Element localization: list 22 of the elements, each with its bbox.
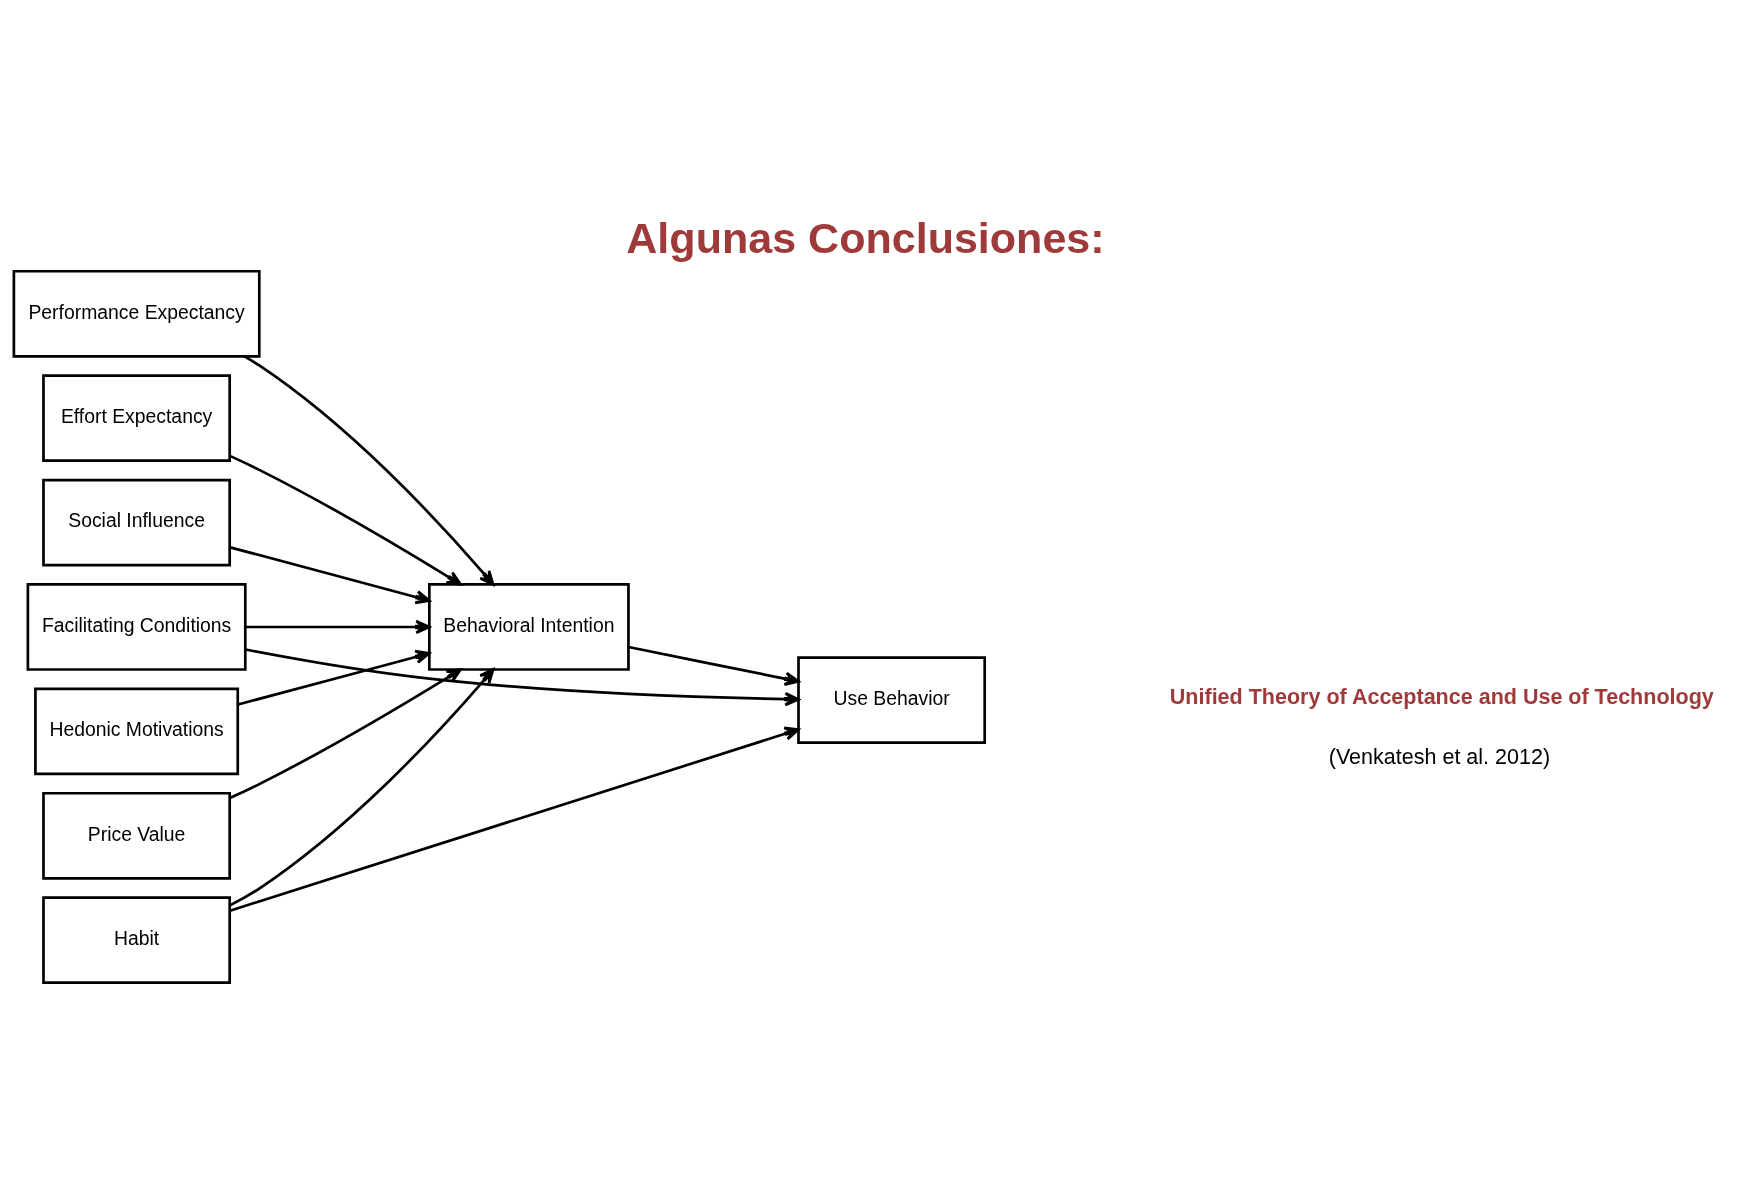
arrow: [229, 726, 800, 912]
node-box: Hedonic Motivations: [33, 687, 239, 775]
arrow: [627, 645, 800, 686]
node-box: Social Influence: [41, 478, 231, 566]
node-box: Performance Expectancy: [12, 269, 261, 358]
node-box: Price Value: [41, 791, 231, 880]
arrow: [237, 649, 430, 706]
arrow: [228, 667, 462, 799]
arrow: [228, 667, 494, 907]
label: Unified Theory of Acceptance and Use of Technology: [1169, 684, 1714, 709]
arrow: [244, 647, 800, 706]
node-box: Use Behavior: [796, 655, 986, 744]
diagram-title: Algunas Conclusiones:: [625, 213, 1105, 262]
node-box: Effort Expectancy: [41, 373, 231, 462]
node-box: Behavioral Intention: [427, 582, 630, 671]
label: (Venkatesh et al. 2012): [1328, 744, 1550, 769]
node-box: Facilitating Conditions: [26, 582, 247, 671]
arrow: [243, 354, 494, 586]
arrow: [244, 619, 431, 634]
node-box: Habit: [41, 895, 231, 984]
arrow: [228, 454, 462, 586]
arrow: [229, 545, 431, 604]
